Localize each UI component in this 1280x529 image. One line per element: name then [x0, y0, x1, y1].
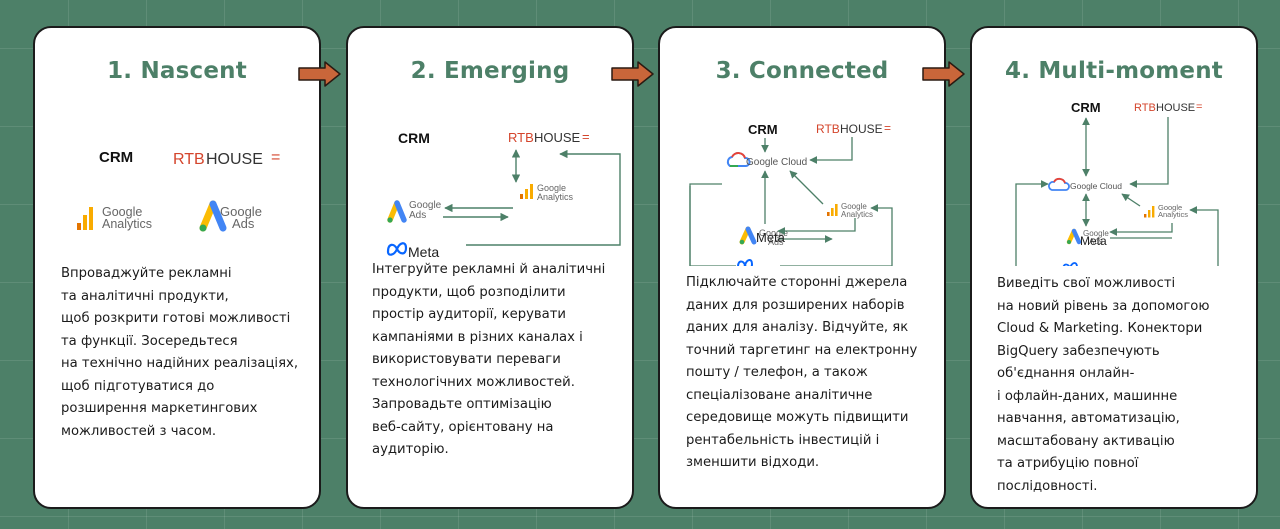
svg-text:Google Cloud: Google Cloud	[1070, 181, 1122, 191]
google-ads-logo: Google Ads	[199, 200, 262, 232]
meta-logo: Meta	[386, 242, 439, 260]
svg-text:Google: Google	[841, 202, 867, 211]
svg-text:RTB: RTB	[173, 151, 205, 168]
svg-text:Google: Google	[220, 204, 262, 219]
svg-text:CRM: CRM	[398, 130, 430, 146]
stage-card-emerging: 2. Emerging CRM RTB HOUSE = Google Analy…	[346, 26, 634, 509]
stage-description: Інтегруйте рекламні й аналітичні продукт…	[372, 262, 606, 457]
google-cloud-logo: Google Cloud	[726, 152, 807, 168]
svg-text:HOUSE: HOUSE	[206, 151, 263, 168]
svg-text:Google: Google	[759, 228, 788, 238]
svg-text:Analytics: Analytics	[102, 217, 152, 231]
svg-text:CRM: CRM	[748, 122, 778, 137]
connected-diagram: CRM RTB HOUSE = Google Cloud Google Anal…	[689, 121, 893, 266]
meta-label: Meta	[1080, 234, 1107, 248]
google-ads-logo: Google Ads	[1066, 228, 1109, 246]
svg-text:Ads: Ads	[768, 237, 784, 247]
svg-text:Ads: Ads	[232, 216, 255, 231]
data-flow-arrows	[443, 149, 621, 246]
stage-card-connected: 3. Connected CRM RTB HOUSE = Google Clou…	[658, 26, 946, 509]
google-analytics-logo: Google Analytics	[520, 183, 574, 202]
svg-text:=: =	[884, 121, 891, 135]
svg-text:Ads: Ads	[409, 210, 426, 221]
meta-logo	[1062, 262, 1078, 266]
multi-moment-diagram: CRM RTB HOUSE = Google Cloud Google Anal…	[1015, 100, 1219, 266]
google-analytics-logo: Google Analytics	[827, 202, 873, 219]
meta-label: Meta	[756, 230, 785, 245]
svg-text:Analytics: Analytics	[841, 210, 873, 219]
crm-logo: CRM	[748, 122, 778, 137]
svg-text:Google Cloud: Google Cloud	[746, 157, 807, 168]
svg-text:=: =	[1196, 101, 1202, 113]
emerging-diagram: CRM RTB HOUSE = Google Analytics Google …	[386, 129, 621, 260]
svg-text:RTB: RTB	[816, 122, 840, 136]
svg-text:HOUSE: HOUSE	[1156, 102, 1195, 114]
arrow-right-icon	[922, 61, 965, 87]
stage-description: Підключайте сторонні джерела даних для р…	[686, 275, 918, 470]
meta-logo	[737, 259, 754, 266]
svg-text:Ads: Ads	[1089, 237, 1103, 246]
svg-text:Google: Google	[1158, 203, 1182, 212]
svg-text:Google: Google	[409, 200, 442, 211]
rtb-house-logo: RTB HOUSE =	[173, 149, 280, 168]
stage-description: Виведіть свої можливості на новий рівень…	[997, 276, 1210, 494]
google-ads-logo: Google Ads	[739, 226, 788, 247]
rtb-house-logo: RTB HOUSE =	[1134, 101, 1202, 114]
svg-text:HOUSE: HOUSE	[534, 130, 581, 145]
data-flow-arrows	[1015, 117, 1219, 266]
arrow-right-icon	[298, 61, 341, 87]
google-cloud-logo: Google Cloud	[1048, 177, 1122, 191]
svg-text:=: =	[271, 149, 280, 166]
stage-title: 1. Nascent	[107, 58, 247, 84]
google-ads-logo: Google Ads	[387, 200, 442, 223]
google-analytics-logo: Google Analytics	[1144, 203, 1188, 219]
crm-logo: CRM	[99, 149, 133, 166]
svg-text:Analytics: Analytics	[537, 192, 574, 202]
svg-text:Google: Google	[102, 205, 142, 219]
nascent-diagram: CRM RTB HOUSE = Google Analytics Google …	[77, 149, 280, 232]
stage-card-multi-moment: 4. Multi-moment CRM RTB HOUSE = Google C…	[970, 26, 1258, 509]
rtb-house-logo: RTB HOUSE =	[508, 129, 590, 145]
stage-description: Впроваджуйте рекламні та аналітичні прод…	[61, 266, 299, 439]
svg-text:Meta: Meta	[408, 244, 439, 260]
crm-logo: CRM	[1071, 100, 1101, 115]
google-analytics-logo: Google Analytics	[77, 205, 152, 231]
stage-card-nascent: 1. Nascent CRM RTB HOUSE = Google Analyt…	[33, 26, 321, 509]
svg-text:HOUSE: HOUSE	[840, 122, 883, 136]
stage-title: 4. Multi-moment	[1004, 58, 1224, 84]
svg-text:RTB: RTB	[1134, 102, 1156, 114]
svg-text:=: =	[582, 129, 590, 144]
svg-text:Analytics: Analytics	[1158, 210, 1188, 219]
svg-text:CRM: CRM	[99, 149, 133, 166]
arrow-right-icon	[611, 61, 654, 87]
stage-title: 3. Connected	[715, 58, 889, 84]
svg-text:Google: Google	[537, 183, 566, 193]
data-flow-arrows	[689, 137, 893, 266]
rtb-house-logo: RTB HOUSE =	[816, 121, 891, 136]
stage-title: 2. Emerging	[410, 58, 570, 84]
crm-logo: CRM	[398, 130, 430, 146]
svg-text:RTB: RTB	[508, 130, 534, 145]
svg-text:Google: Google	[1083, 229, 1109, 238]
svg-text:CRM: CRM	[1071, 100, 1101, 115]
